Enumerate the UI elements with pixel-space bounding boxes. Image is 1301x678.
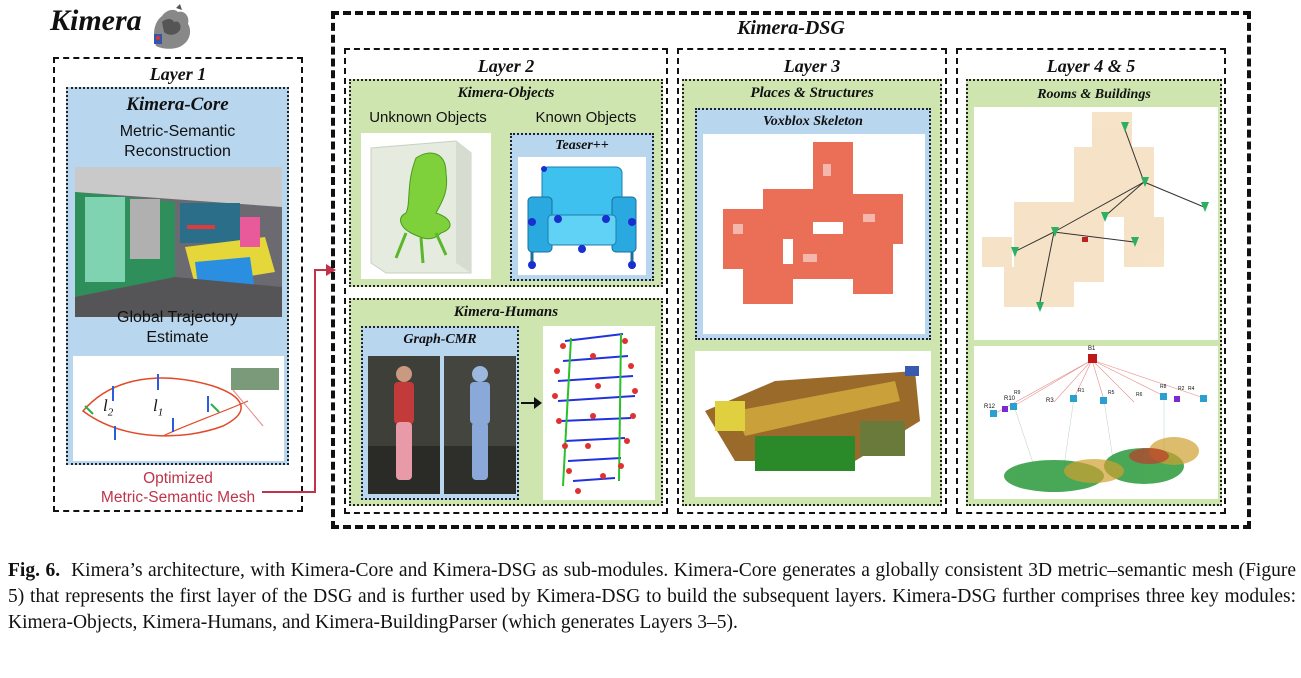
graph-label-r1: R1 — [1078, 388, 1085, 394]
graph-cmr-panel: Graph-CMR — [361, 326, 519, 500]
unknown-object-image — [361, 133, 491, 279]
output-label-line1: Optimized — [143, 470, 213, 487]
graph-label-r6: R6 — [1136, 392, 1143, 398]
voxblox-title: Voxblox Skeleton — [763, 114, 863, 129]
trajectory-label-line1: Global Trajectory — [117, 309, 238, 326]
layer45-box — [956, 48, 1226, 514]
figure-caption: Fig. 6. Kimera’s architecture, with Kime… — [8, 558, 1296, 636]
graph-label-r5: R5 — [1108, 390, 1115, 396]
layer2-box — [344, 48, 668, 514]
rooms-graph-image — [974, 107, 1218, 340]
human-mesh-image — [444, 356, 516, 494]
graph-label-b1: B1 — [1088, 346, 1096, 352]
places-structures-panel: Places & Structures Voxblox Skeleton — [682, 79, 942, 506]
graph-label-r9: R9 — [1014, 390, 1021, 396]
rooms-buildings-title: Rooms & Buildings — [1037, 87, 1151, 102]
landmark-l2-label: l2 — [103, 396, 114, 419]
human-skeleton-graph-image — [543, 326, 655, 500]
output-label-line2: Metric-Semantic Mesh — [100, 489, 256, 506]
graph-label-r8: R8 — [1160, 384, 1167, 390]
layer1-box — [53, 57, 303, 512]
trajectory-image: l2 l1 — [73, 356, 284, 461]
voxblox-skeleton-image — [703, 134, 925, 334]
graph-cmr-title: Graph-CMR — [403, 332, 477, 347]
kimera-core-title: Kimera-Core — [126, 94, 229, 115]
layer2-title: Layer 2 — [477, 56, 535, 76]
teaser-panel: Teaser++ — [510, 133, 654, 281]
known-objects-label: Known Objects — [535, 109, 637, 126]
layer45-title: Layer 4 & 5 — [1046, 56, 1136, 76]
teaser-title: Teaser++ — [555, 138, 609, 153]
graph-label-r12: R12 — [984, 404, 996, 410]
chimera-mascot-icon — [146, 4, 196, 52]
known-object-image — [518, 157, 646, 275]
places-structures-title: Places & Structures — [750, 85, 874, 101]
kimera-dsg-box — [331, 11, 1251, 529]
kimera-humans-panel: Kimera-Humans Graph-CMR — [349, 298, 663, 506]
landmark-l1-label: l1 — [153, 396, 164, 419]
reconstruction-label-line1: Metric-Semantic — [119, 123, 236, 140]
graph-label-r3: R3 — [1046, 398, 1054, 404]
mesh-reconstruction-image — [75, 167, 282, 317]
layer1-title: Layer 1 — [149, 64, 207, 84]
graph-cmr-arrow — [521, 397, 542, 409]
building-structure-image — [695, 351, 931, 497]
graph-label-r10: R10 — [1004, 396, 1016, 402]
kimera-dsg-title: Kimera-DSG — [737, 17, 845, 39]
kimera-logo-text: Kimera — [50, 4, 142, 37]
building-hierarchy-image: B1 R12 R10 R9 R3 R1 R5 R6 R8 R2 R4 — [974, 346, 1218, 499]
rooms-buildings-panel: Rooms & Buildings — [966, 79, 1222, 506]
graph-label-r2: R2 — [1178, 386, 1185, 392]
graph-label-r4: R4 — [1188, 386, 1195, 392]
kimera-objects-title: Kimera-Objects — [457, 85, 555, 101]
layer3-title: Layer 3 — [783, 56, 841, 76]
kimera-core-panel: Kimera-Core Metric-Semantic Reconstructi… — [66, 87, 289, 465]
figure-caption-label: Fig. 6. — [8, 560, 61, 581]
voxblox-panel: Voxblox Skeleton — [695, 108, 931, 340]
trajectory-label-line2: Estimate — [146, 329, 209, 346]
kimera-humans-title: Kimera-Humans — [453, 304, 559, 320]
mesh-flow-arrow — [262, 264, 336, 493]
layer3-box — [677, 48, 947, 514]
reconstruction-label-line2: Reconstruction — [124, 143, 231, 160]
unknown-objects-label: Unknown Objects — [369, 109, 487, 126]
human-photo-image — [368, 356, 440, 494]
figure-caption-text: Kimera’s architecture, with Kimera-Core … — [8, 560, 1297, 633]
kimera-objects-panel: Kimera-Objects Unknown Objects Known Obj… — [349, 79, 663, 287]
